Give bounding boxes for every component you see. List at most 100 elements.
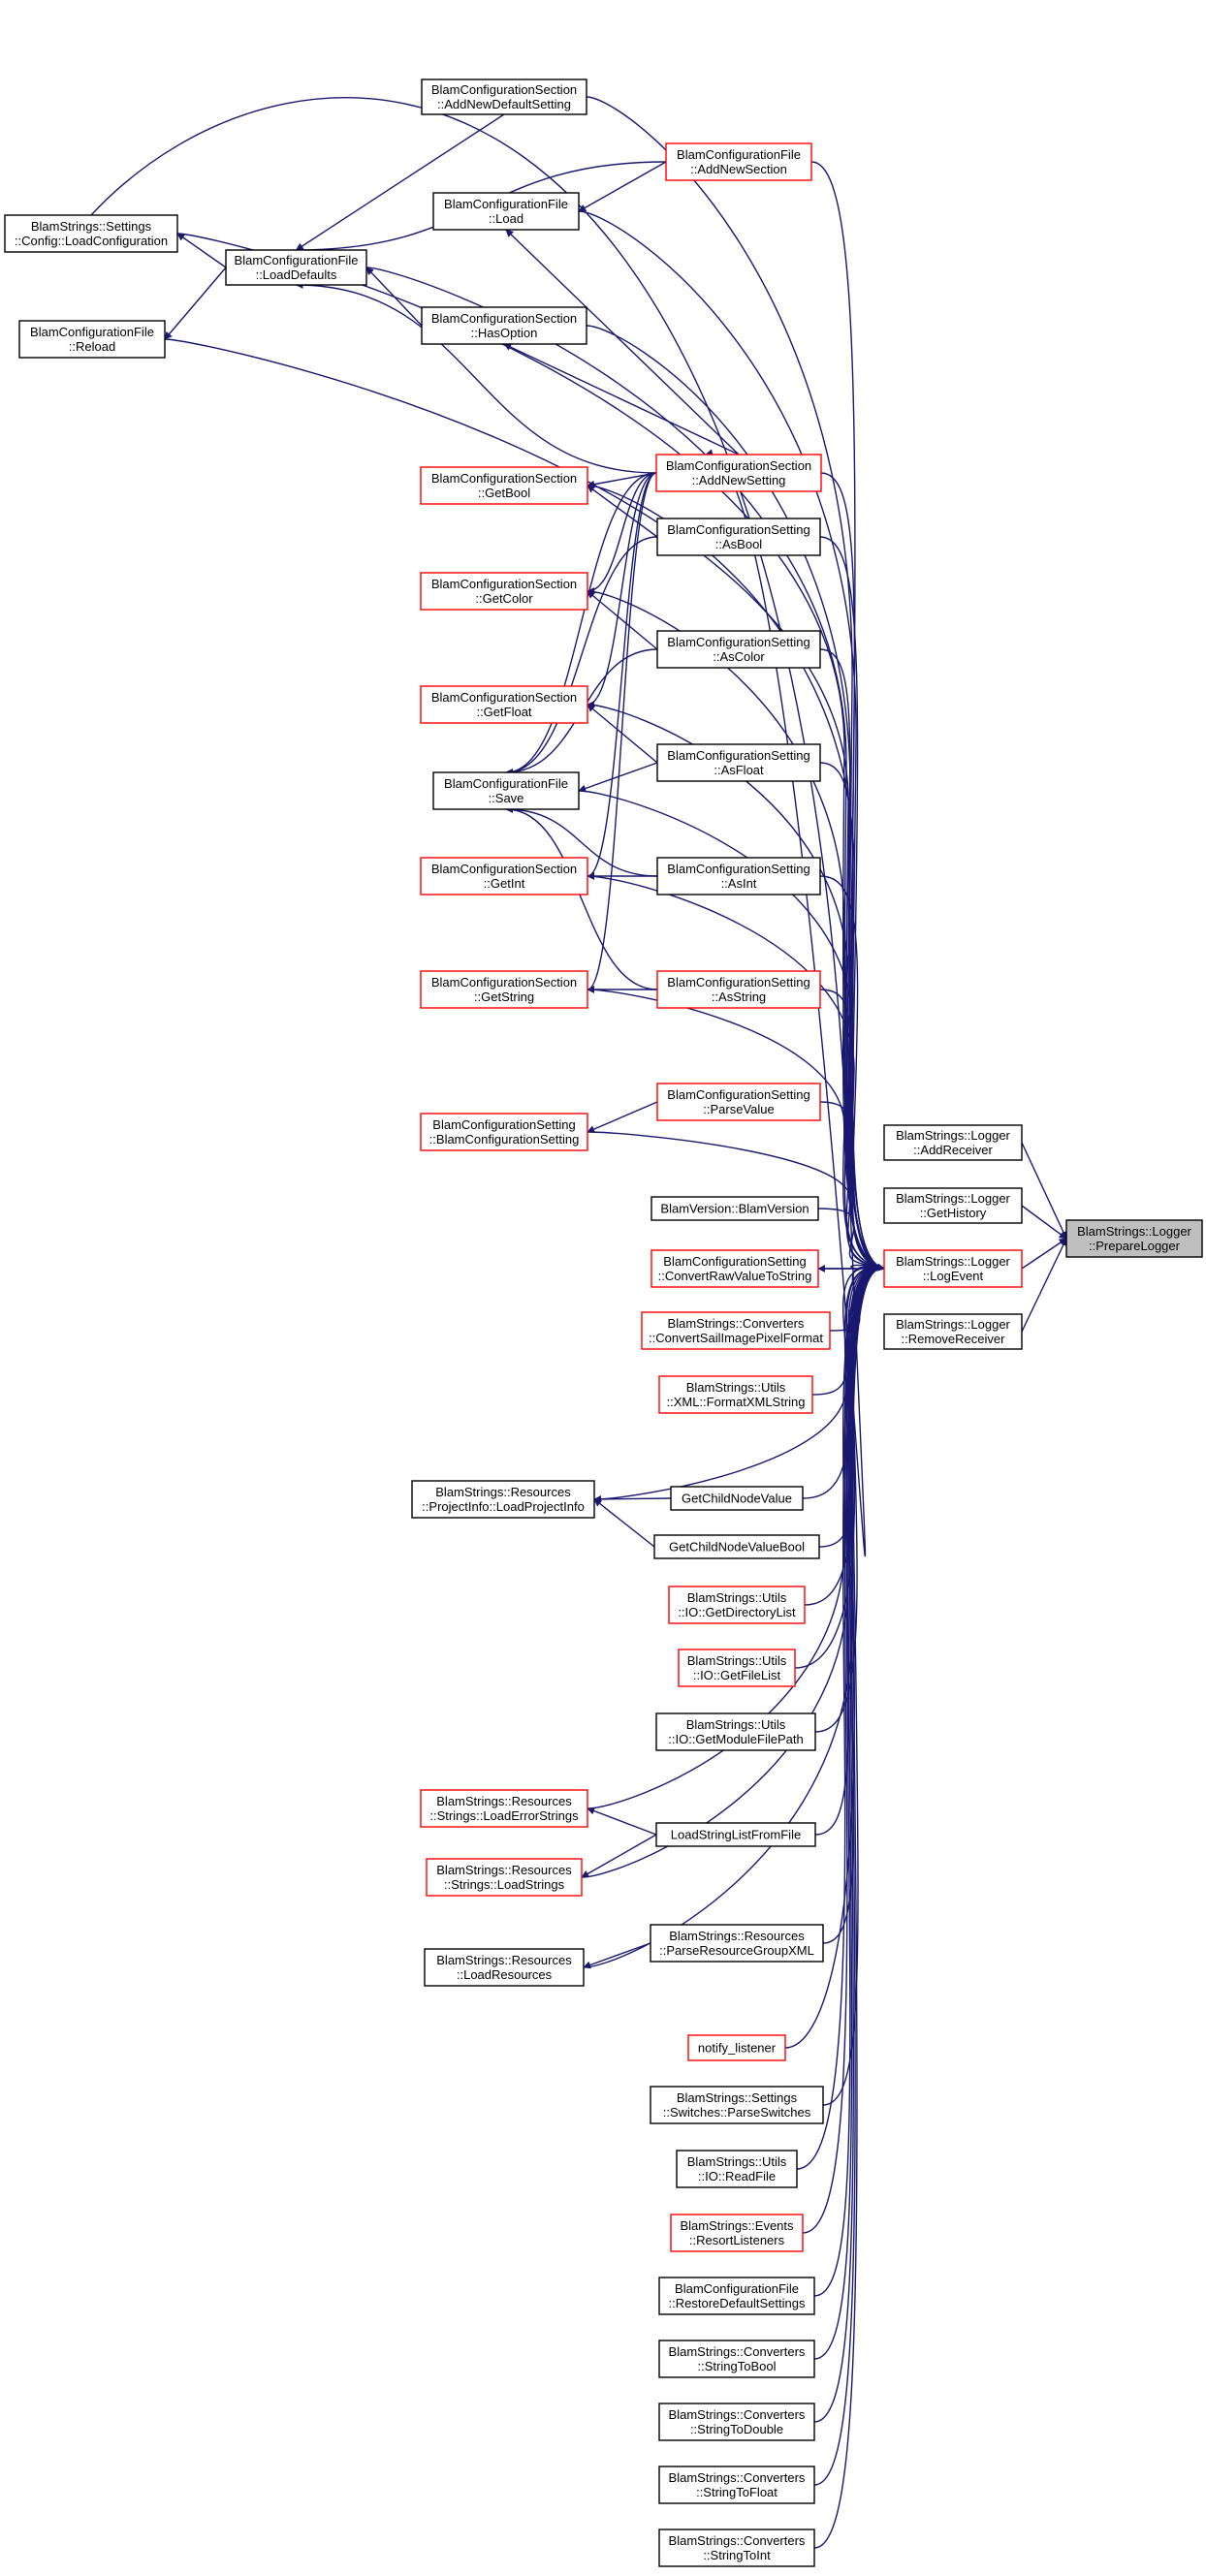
node-notify-listener[interactable]: notify_listener: [687, 2034, 786, 2061]
node-cs-getstring[interactable]: BlamConfigurationSection::GetString: [420, 970, 588, 1009]
node-cs-addnewsetting[interactable]: BlamConfigurationSection::AddNewSetting: [655, 454, 822, 492]
node-label-line: BlamStrings::Utils: [687, 1590, 787, 1605]
node-conv-saiil[interactable]: BlamStrings::Converters::ConvertSailImag…: [641, 1311, 831, 1350]
call-edge-events_resort-logevent: [802, 1263, 885, 2234]
call-edge-cset_parsevalue-cset_ctor: [587, 1101, 658, 1133]
node-label-line: ::AsColor: [713, 649, 765, 664]
node-label-line: ::AddReceiver: [913, 1143, 993, 1157]
node-cset-asint[interactable]: BlamConfigurationSetting::AsInt: [656, 857, 821, 895]
node-label-line: ::IO::GetModuleFilePath: [668, 1732, 803, 1746]
node-cf-reload[interactable]: BlamConfigurationFile::Reload: [18, 320, 166, 359]
node-cs-getint[interactable]: BlamConfigurationSection::GetInt: [420, 857, 588, 895]
node-cs-getbool[interactable]: BlamConfigurationSection::GetBool: [420, 466, 588, 505]
node-label-line: ::IO::ReadFile: [698, 2169, 776, 2183]
node-label-line: BlamStrings::Logger: [1077, 1224, 1191, 1239]
node-getchildnodevaluebool[interactable]: GetChildNodeValueBool: [653, 1534, 820, 1559]
node-utils-formatxml[interactable]: BlamStrings::Utils::XML::FormatXMLString: [658, 1375, 813, 1414]
node-res-loaderrorstrings[interactable]: BlamStrings::Resources::Strings::LoadErr…: [420, 1789, 588, 1828]
call-edge-cs_addnewsetting-cs_hasoption: [503, 343, 740, 456]
node-label-line: BlamConfigurationFile: [677, 147, 801, 162]
node-cf-load[interactable]: BlamConfigurationFile::Load: [432, 192, 580, 231]
node-cset-convertraw[interactable]: BlamConfigurationSetting::ConvertRawValu…: [651, 1249, 819, 1288]
node-cset-asbool[interactable]: BlamConfigurationSetting::AsBool: [656, 518, 821, 556]
node-box: [658, 2277, 815, 2315]
node-label-line: ::StringToFloat: [696, 2485, 778, 2499]
node-conv-stringtofloat[interactable]: BlamStrings::Converters::StringToFloat: [658, 2466, 815, 2504]
node-cset-parsevalue[interactable]: BlamConfigurationSetting::ParseValue: [656, 1083, 821, 1121]
node-loadstringlistfromfile[interactable]: LoadStringListFromFile: [655, 1822, 816, 1847]
node-conv-stringtodouble[interactable]: BlamStrings::Converters::StringToDouble: [658, 2403, 815, 2441]
node-label-line: BlamVersion::BlamVersion: [660, 1202, 809, 1216]
node-box: [432, 771, 580, 810]
node-addreceiver[interactable]: BlamStrings::Logger::AddReceiver: [883, 1124, 1023, 1161]
node-label-line: BlamConfigurationFile: [444, 197, 568, 211]
node-box: [655, 1822, 816, 1847]
node-io-getfilelist[interactable]: BlamStrings::Utils::IO::GetFileList: [678, 1649, 796, 1687]
node-cset-ctor[interactable]: BlamConfigurationSetting::BlamConfigurat…: [420, 1113, 588, 1151]
node-box: [687, 2034, 786, 2061]
node-cset-asfloat[interactable]: BlamConfigurationSetting::AsFloat: [656, 743, 821, 782]
call-edge-cs_addnewsetting-cf_save: [505, 472, 657, 776]
node-res-loadstrings[interactable]: BlamStrings::Resources::Strings::LoadStr…: [426, 1858, 583, 1897]
node-label-line: BlamStrings::Settings: [31, 219, 152, 234]
node-cset-asstring[interactable]: BlamConfigurationSetting::AsString: [656, 970, 821, 1009]
node-cs-getfloat[interactable]: BlamConfigurationSection::GetFloat: [420, 685, 588, 724]
node-box: [650, 1924, 824, 1963]
node-cf-save[interactable]: BlamConfigurationFile::Save: [432, 771, 580, 810]
node-label-line: BlamStrings::Logger: [896, 1317, 1010, 1332]
node-res-loadprojectinfo[interactable]: BlamStrings::Resources::ProjectInfo::Loa…: [411, 1480, 595, 1519]
call-edge-cs_addnewsetting-cf_loaddefaults: [295, 281, 657, 474]
node-label-line: BlamConfigurationSetting: [667, 1087, 809, 1102]
node-conv-stringtobool[interactable]: BlamStrings::Converters::StringToBool: [658, 2340, 815, 2378]
node-blamversion[interactable]: BlamVersion::BlamVersion: [651, 1196, 819, 1221]
node-conv-stringtoint[interactable]: BlamStrings::Converters::StringToInt: [658, 2529, 815, 2567]
node-removereceiver[interactable]: BlamStrings::Logger::RemoveReceiver: [883, 1313, 1023, 1350]
node-label-line: BlamConfigurationSection: [431, 975, 577, 990]
node-getchildnodevalue[interactable]: GetChildNodeValue: [670, 1486, 804, 1511]
call-edge-cset_asbool-logevent: [819, 536, 885, 1272]
node-cf-addnewsection[interactable]: BlamConfigurationFile::AddNewSection: [665, 142, 812, 181]
node-label-line: ::AsString: [712, 990, 766, 1004]
node-label-line: BlamStrings::Logger: [896, 1254, 1010, 1269]
node-io-readfile[interactable]: BlamStrings::Utils::IO::ReadFile: [676, 2150, 798, 2188]
node-cf-loaddefaults[interactable]: BlamConfigurationFile::LoadDefaults: [225, 249, 367, 286]
call-edge-cf_loaddefaults-cf_reload: [164, 267, 227, 340]
node-label-line: BlamStrings::Logger: [896, 1128, 1010, 1143]
call-edge-cs_addnewsetting-cf_load: [505, 229, 740, 456]
call-edge-cs_addnewsetting-cs_getfloat: [587, 472, 657, 708]
node-label-line: BlamConfigurationSection: [431, 690, 577, 705]
node-box: [420, 466, 588, 505]
node-io-getmodulepath[interactable]: BlamStrings::Utils::IO::GetModuleFilePat…: [655, 1712, 816, 1751]
node-cs-hasoption[interactable]: BlamConfigurationSection::HasOption: [421, 306, 587, 345]
node-cf-restoredefaults[interactable]: BlamConfigurationFile::RestoreDefaultSet…: [658, 2277, 815, 2315]
node-cs-addnewdefault[interactable]: BlamConfigurationSection::AddNewDefaultS…: [421, 79, 587, 115]
node-res-loadresources[interactable]: BlamStrings::Resources::LoadResources: [424, 1948, 585, 1987]
call-edge-cset_asint-cf_save: [505, 805, 658, 877]
node-prepare[interactable]: BlamStrings::Logger::PrepareLogger: [1065, 1219, 1203, 1258]
node-label-line: ::LogEvent: [923, 1269, 984, 1283]
node-res-parsegroupxml[interactable]: BlamStrings::Resources::ParseResourceGro…: [650, 1924, 824, 1963]
node-box: [665, 142, 812, 181]
node-box: [658, 2403, 815, 2441]
node-box: [650, 2086, 824, 2124]
call-edge-res_loadstrings-logevent: [581, 1263, 885, 1878]
node-box: [656, 1083, 821, 1121]
node-io-getdirlist[interactable]: BlamStrings::Utils::IO::GetDirectoryList: [668, 1586, 806, 1624]
call-edge-removereceiver-prepare: [1021, 1238, 1067, 1333]
node-cs-getcolor[interactable]: BlamConfigurationSection::GetColor: [420, 572, 588, 611]
call-edge-cset_asfloat-cs_getfloat: [587, 704, 658, 764]
call-edge-cf_load-logevent: [578, 210, 885, 1272]
call-edge-loadstringlistfromfile-res_loadstrings: [581, 1834, 657, 1878]
node-box: [655, 454, 822, 492]
call-edge-cs_addnewsetting-cs_getstring: [587, 472, 657, 993]
node-settings-loadconfig[interactable]: BlamStrings::Settings::Config::LoadConfi…: [4, 214, 178, 253]
node-label-line: BlamConfigurationSetting: [432, 1117, 575, 1132]
node-cset-ascolor[interactable]: BlamConfigurationSetting::AsColor: [656, 630, 821, 669]
node-events-resort[interactable]: BlamStrings::Events::ResortListeners: [670, 2214, 804, 2252]
node-logevent[interactable]: BlamStrings::Logger::LogEvent: [883, 1249, 1023, 1288]
node-settings-parseswitches[interactable]: BlamStrings::Settings::Switches::ParseSw…: [650, 2086, 824, 2124]
node-label-line: BlamStrings::Logger: [896, 1191, 1010, 1206]
node-gethistory[interactable]: BlamStrings::Logger::GetHistory: [883, 1187, 1023, 1224]
node-box: [651, 1249, 819, 1288]
node-label-line: LoadStringListFromFile: [671, 1828, 801, 1842]
